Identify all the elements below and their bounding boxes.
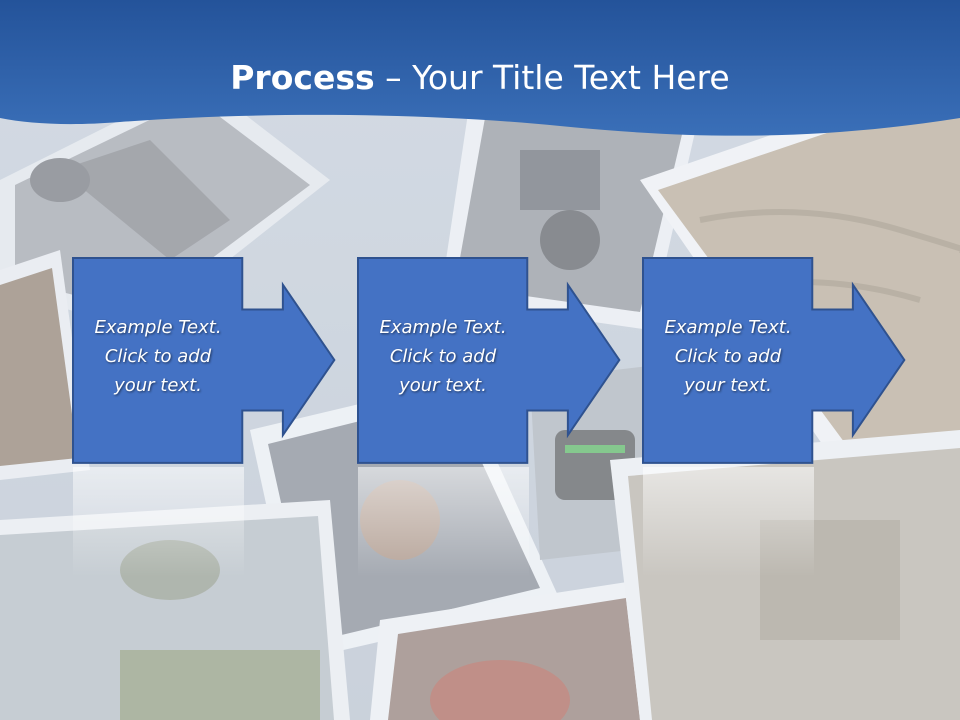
header-band (0, 0, 960, 136)
title-bold-text: Process (230, 58, 375, 97)
step-line-2: Click to add (674, 346, 782, 367)
photo-balloon (370, 580, 660, 720)
arrow-box-reflection (73, 467, 244, 577)
step-line-2: Click to add (104, 346, 212, 367)
arrow-box-shape (642, 257, 906, 464)
arrow-box-shape (72, 257, 336, 464)
slide-title[interactable]: Process – Your Title Text Here (0, 50, 960, 106)
arrow-box-shape (357, 257, 621, 464)
step-text[interactable]: Example Text. Click to add your text. (642, 313, 814, 400)
step-line-1: Example Text. (94, 317, 222, 338)
title-rest-text: – Your Title Text Here (374, 58, 730, 97)
step-text[interactable]: Example Text. Click to add your text. (357, 313, 529, 400)
step-line-1: Example Text. (379, 317, 507, 338)
step-line-3: your text. (114, 375, 202, 396)
step-text[interactable]: Example Text. Click to add your text. (72, 313, 244, 400)
step-line-1: Example Text. (664, 317, 792, 338)
arrow-box-reflection (643, 467, 814, 577)
process-step-3[interactable]: Example Text. Click to add your text. (642, 257, 906, 577)
process-step-2[interactable]: Example Text. Click to add your text. (357, 257, 621, 577)
photo-person (0, 250, 90, 480)
process-step-1[interactable]: Example Text. Click to add your text. (72, 257, 336, 577)
arrow-box-reflection (358, 467, 529, 577)
step-line-3: your text. (684, 375, 772, 396)
step-line-3: your text. (399, 375, 487, 396)
step-line-2: Click to add (389, 346, 497, 367)
